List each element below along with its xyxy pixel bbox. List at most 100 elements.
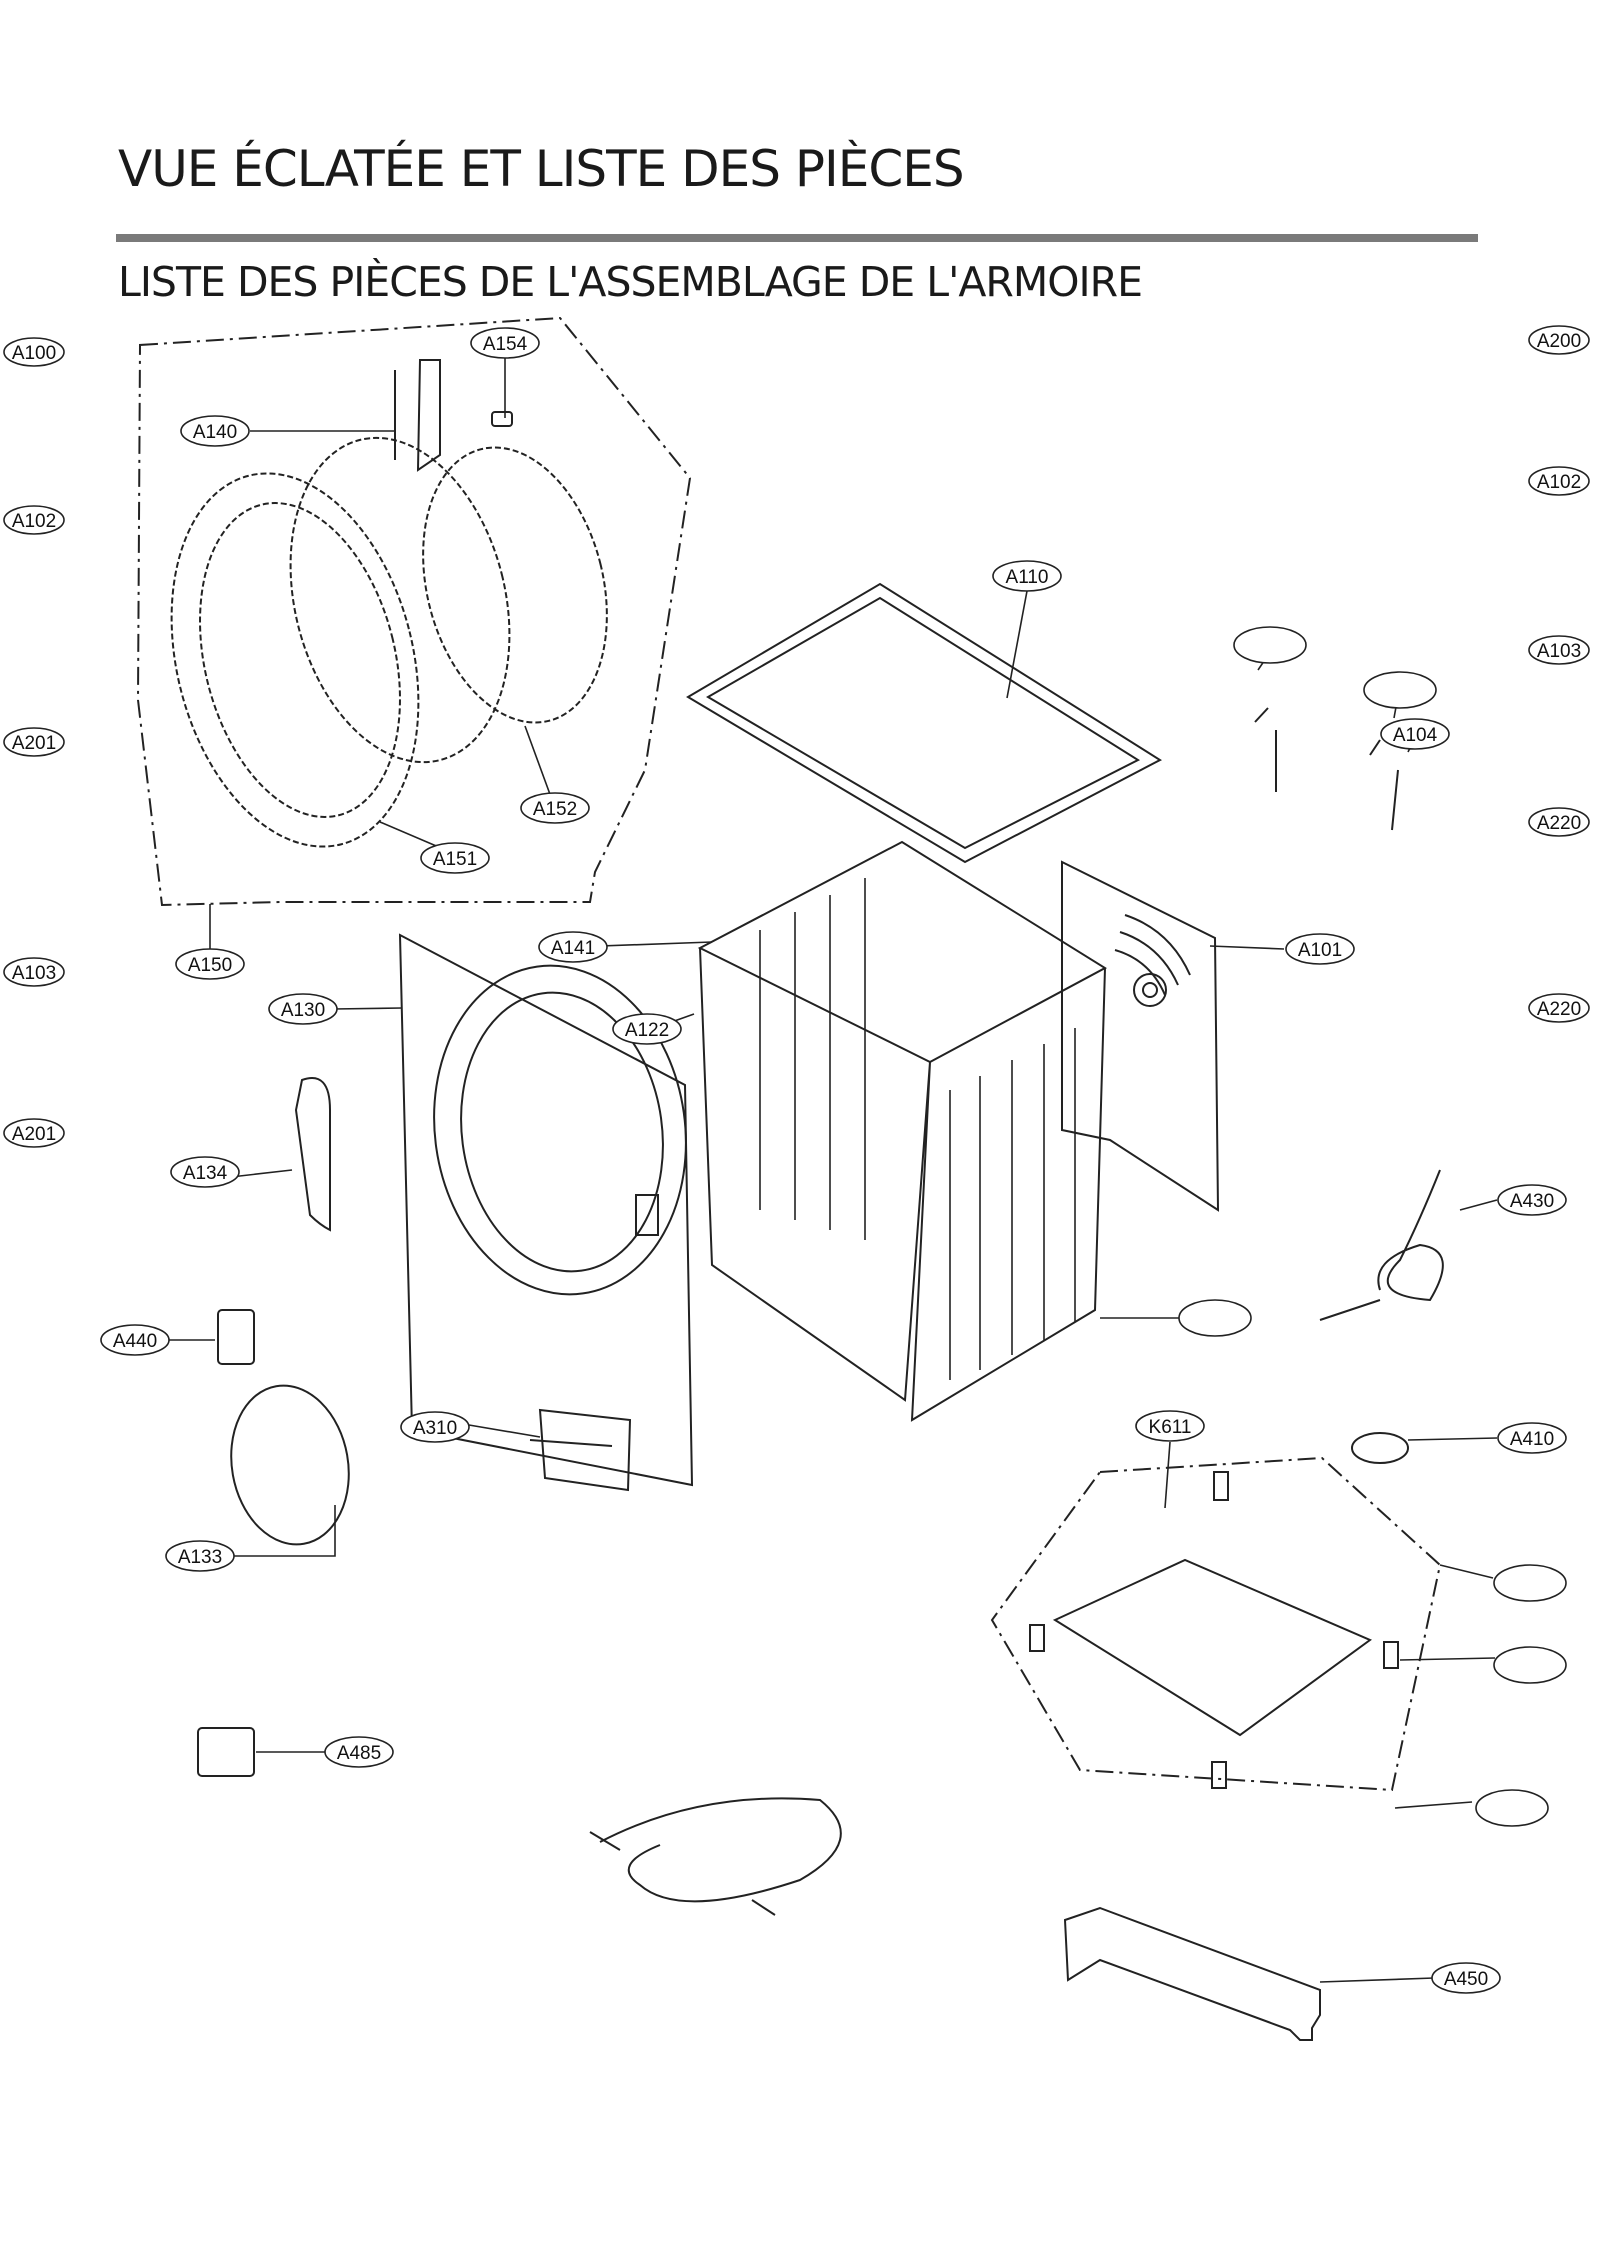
base-frame bbox=[1052, 1558, 1373, 1737]
callout-a310: A310 bbox=[400, 1411, 470, 1443]
pressure-switch bbox=[1351, 1432, 1409, 1464]
callout-a141-text: A141 bbox=[551, 938, 595, 959]
callout-a151: A151 bbox=[420, 842, 490, 874]
callout-a122: A122 bbox=[612, 1013, 682, 1045]
callout-a140-text: A140 bbox=[193, 422, 237, 443]
callout-a101: A101 bbox=[1285, 933, 1355, 965]
callout-a101-text: A101 bbox=[1298, 940, 1342, 961]
callout-a440-text: A440 bbox=[113, 1331, 157, 1352]
title-rule bbox=[116, 234, 1478, 242]
side-label-left-0: A100 bbox=[3, 337, 65, 367]
back-panel-port bbox=[1133, 973, 1167, 1007]
callout-a134: A134 bbox=[170, 1156, 240, 1188]
side-label-right-3-text: A220 bbox=[1537, 813, 1581, 834]
callout-blank5 bbox=[1493, 1646, 1567, 1684]
base-assembly-boundary bbox=[990, 1456, 1442, 1792]
callout-a154-text: A154 bbox=[483, 334, 528, 355]
door-handle bbox=[294, 1077, 331, 1232]
callout-blank6 bbox=[1475, 1789, 1549, 1827]
side-label-right-2-text: A103 bbox=[1537, 641, 1581, 662]
callout-a450: A450 bbox=[1431, 1962, 1501, 1994]
door-inner-ring bbox=[199, 502, 401, 818]
callout-a110: A110 bbox=[992, 560, 1062, 592]
callout-a150-text: A150 bbox=[188, 955, 232, 976]
side-label-left-2-text: A201 bbox=[12, 733, 56, 754]
leveling-feet bbox=[1029, 1471, 1399, 1789]
front-panel bbox=[398, 933, 694, 1487]
control-panel-window bbox=[635, 1194, 659, 1236]
inlet-hose bbox=[599, 1797, 842, 1903]
front-door-opening bbox=[433, 964, 687, 1296]
side-label-left-3: A103 bbox=[3, 957, 65, 987]
callout-a134-text: A134 bbox=[183, 1163, 228, 1184]
callout-a152: A152 bbox=[520, 792, 590, 824]
side-label-right-3: A220 bbox=[1528, 807, 1590, 837]
callout-k611-text: K611 bbox=[1149, 1417, 1192, 1438]
side-label-right-0-text: A200 bbox=[1537, 331, 1581, 352]
side-label-right-4: A220 bbox=[1528, 993, 1590, 1023]
callout-a440: A440 bbox=[100, 1324, 170, 1356]
back-ribs bbox=[759, 878, 866, 1240]
gasket-clamp bbox=[230, 1384, 350, 1546]
side-ribs bbox=[949, 1028, 1076, 1380]
callout-a430: A430 bbox=[1497, 1184, 1567, 1216]
callout-a104: A104 bbox=[1380, 718, 1450, 750]
side-label-left-1: A102 bbox=[3, 505, 65, 535]
callout-a151-text: A151 bbox=[433, 849, 477, 870]
callout-blank1 bbox=[1233, 626, 1307, 664]
door-rear-frame bbox=[422, 446, 608, 724]
hose-connector-left bbox=[1254, 707, 1277, 792]
callout-a130: A130 bbox=[268, 993, 338, 1025]
callout-a450-text: A450 bbox=[1444, 1969, 1488, 1990]
top-plate-inner bbox=[706, 596, 1141, 850]
callout-a410-text: A410 bbox=[1510, 1429, 1554, 1450]
callout-blank2 bbox=[1363, 671, 1437, 709]
callout-a133-text: A133 bbox=[178, 1547, 222, 1568]
callout-a110-text: A110 bbox=[1006, 567, 1049, 588]
side-label-right-1-text: A102 bbox=[1537, 472, 1581, 493]
callout-a485-text: A485 bbox=[337, 1743, 381, 1764]
callout-a410: A410 bbox=[1497, 1422, 1567, 1454]
side-label-right-2: A103 bbox=[1528, 635, 1590, 665]
callout-a430-text: A430 bbox=[1510, 1191, 1554, 1212]
detergent-drawer bbox=[529, 1408, 632, 1492]
side-label-right-4-text: A220 bbox=[1537, 999, 1581, 1020]
callout-k611: K611 bbox=[1135, 1410, 1205, 1442]
back-panel-arcs bbox=[1114, 914, 1191, 996]
side-label-left-0-text: A100 bbox=[12, 343, 56, 364]
back-panel bbox=[1061, 860, 1220, 1212]
callout-a152-text: A152 bbox=[533, 799, 577, 820]
callout-a122-text: A122 bbox=[625, 1020, 669, 1041]
callout-a104-text: A104 bbox=[1393, 725, 1438, 746]
callout-blank3 bbox=[1178, 1299, 1252, 1337]
side-label-left-2: A201 bbox=[3, 727, 65, 757]
callout-a150: A150 bbox=[175, 948, 245, 980]
callout-blank4 bbox=[1493, 1564, 1567, 1602]
side-label-right-1: A102 bbox=[1528, 466, 1590, 496]
callout-a154: A154 bbox=[470, 327, 540, 359]
callout-a141: A141 bbox=[538, 931, 608, 963]
hinge-pin bbox=[491, 411, 513, 427]
cabinet-box bbox=[697, 840, 1107, 1422]
side-label-left-4: A201 bbox=[3, 1118, 65, 1148]
door-lock bbox=[217, 1309, 255, 1365]
callout-a130-text: A130 bbox=[281, 1000, 325, 1021]
power-cord bbox=[1319, 1169, 1444, 1321]
side-label-left-4-text: A201 bbox=[12, 1124, 56, 1145]
top-plate bbox=[686, 582, 1163, 864]
door-glass bbox=[289, 436, 511, 764]
door-outer-ring bbox=[170, 472, 420, 848]
side-label-right-0: A200 bbox=[1528, 325, 1590, 355]
callout-a140: A140 bbox=[180, 415, 250, 447]
callout-a133: A133 bbox=[165, 1540, 235, 1572]
rear-cover bbox=[1063, 1906, 1321, 2041]
door-assembly-boundary bbox=[136, 316, 692, 907]
callout-a485: A485 bbox=[324, 1736, 394, 1768]
page-title: VUE ÉCLATÉE ET LISTE DES PIÈCES bbox=[118, 140, 965, 198]
section-subtitle: LISTE DES PIÈCES DE L'ASSEMBLAGE DE L'AR… bbox=[118, 258, 1143, 306]
callout-a310-text: A310 bbox=[413, 1418, 457, 1439]
noise-filter bbox=[197, 1727, 255, 1777]
side-label-left-3-text: A103 bbox=[12, 963, 56, 984]
door-hinge bbox=[394, 359, 441, 472]
